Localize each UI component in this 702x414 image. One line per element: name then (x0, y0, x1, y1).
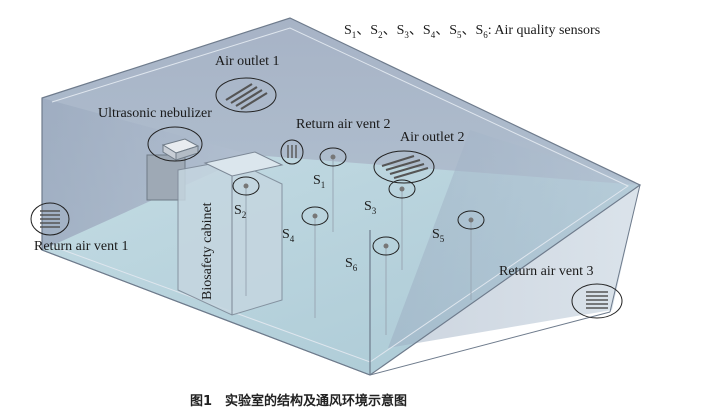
sensor-s2-marker (232, 176, 260, 296)
label-sensor-s6: S6 (345, 256, 358, 273)
room-back-edge (41, 249, 371, 376)
room-inner-edge (51, 27, 630, 363)
room (41, 17, 642, 376)
return-air-vent-3-grille (571, 283, 623, 319)
sensor-s6-marker (372, 236, 400, 335)
sensor-s5-marker (457, 210, 485, 300)
label-sensor-s5: S5 (432, 227, 445, 244)
sensor-s4-marker (301, 206, 329, 318)
air-outlet-2-grille (373, 150, 435, 184)
label-return-air-vent-1: Return air vent 1 (34, 239, 128, 254)
room-right-wall (388, 130, 640, 348)
room-floor-edge (369, 311, 611, 376)
return-air-vent-2-grille (280, 139, 304, 165)
figure-caption: 图1 实验室的结构及通风环境示意图 (190, 393, 407, 409)
legend-text: S1、S2、S3、S4、S5、S6: Air quality sensors (344, 23, 600, 40)
label-return-air-vent-2: Return air vent 2 (296, 117, 390, 132)
nebulizer-highlight-circle (147, 126, 203, 162)
label-air-outlet-1: Air outlet 1 (215, 54, 280, 69)
label-sensor-s2: S2 (234, 203, 246, 220)
label-air-outlet-2: Air outlet 2 (400, 130, 465, 145)
return-air-vent-1-grille (30, 202, 70, 236)
label-sensor-s4: S4 (282, 227, 295, 244)
label-return-air-vent-3: Return air vent 3 (499, 264, 593, 279)
biosafety-cabinet (177, 151, 284, 316)
label-ultrasonic-nebulizer: Ultrasonic nebulizer (98, 106, 212, 121)
air-outlet-1-grille (215, 77, 277, 113)
label-sensor-s1: S1 (313, 173, 325, 190)
room-right-edge (609, 184, 641, 313)
sensor-s1-marker (319, 147, 347, 232)
sensor-s3-marker (388, 179, 416, 270)
label-biosafety-cabinet: Biosafety cabinet (200, 202, 215, 300)
label-sensor-s3: S3 (364, 199, 377, 216)
room-top-frame (41, 17, 642, 376)
